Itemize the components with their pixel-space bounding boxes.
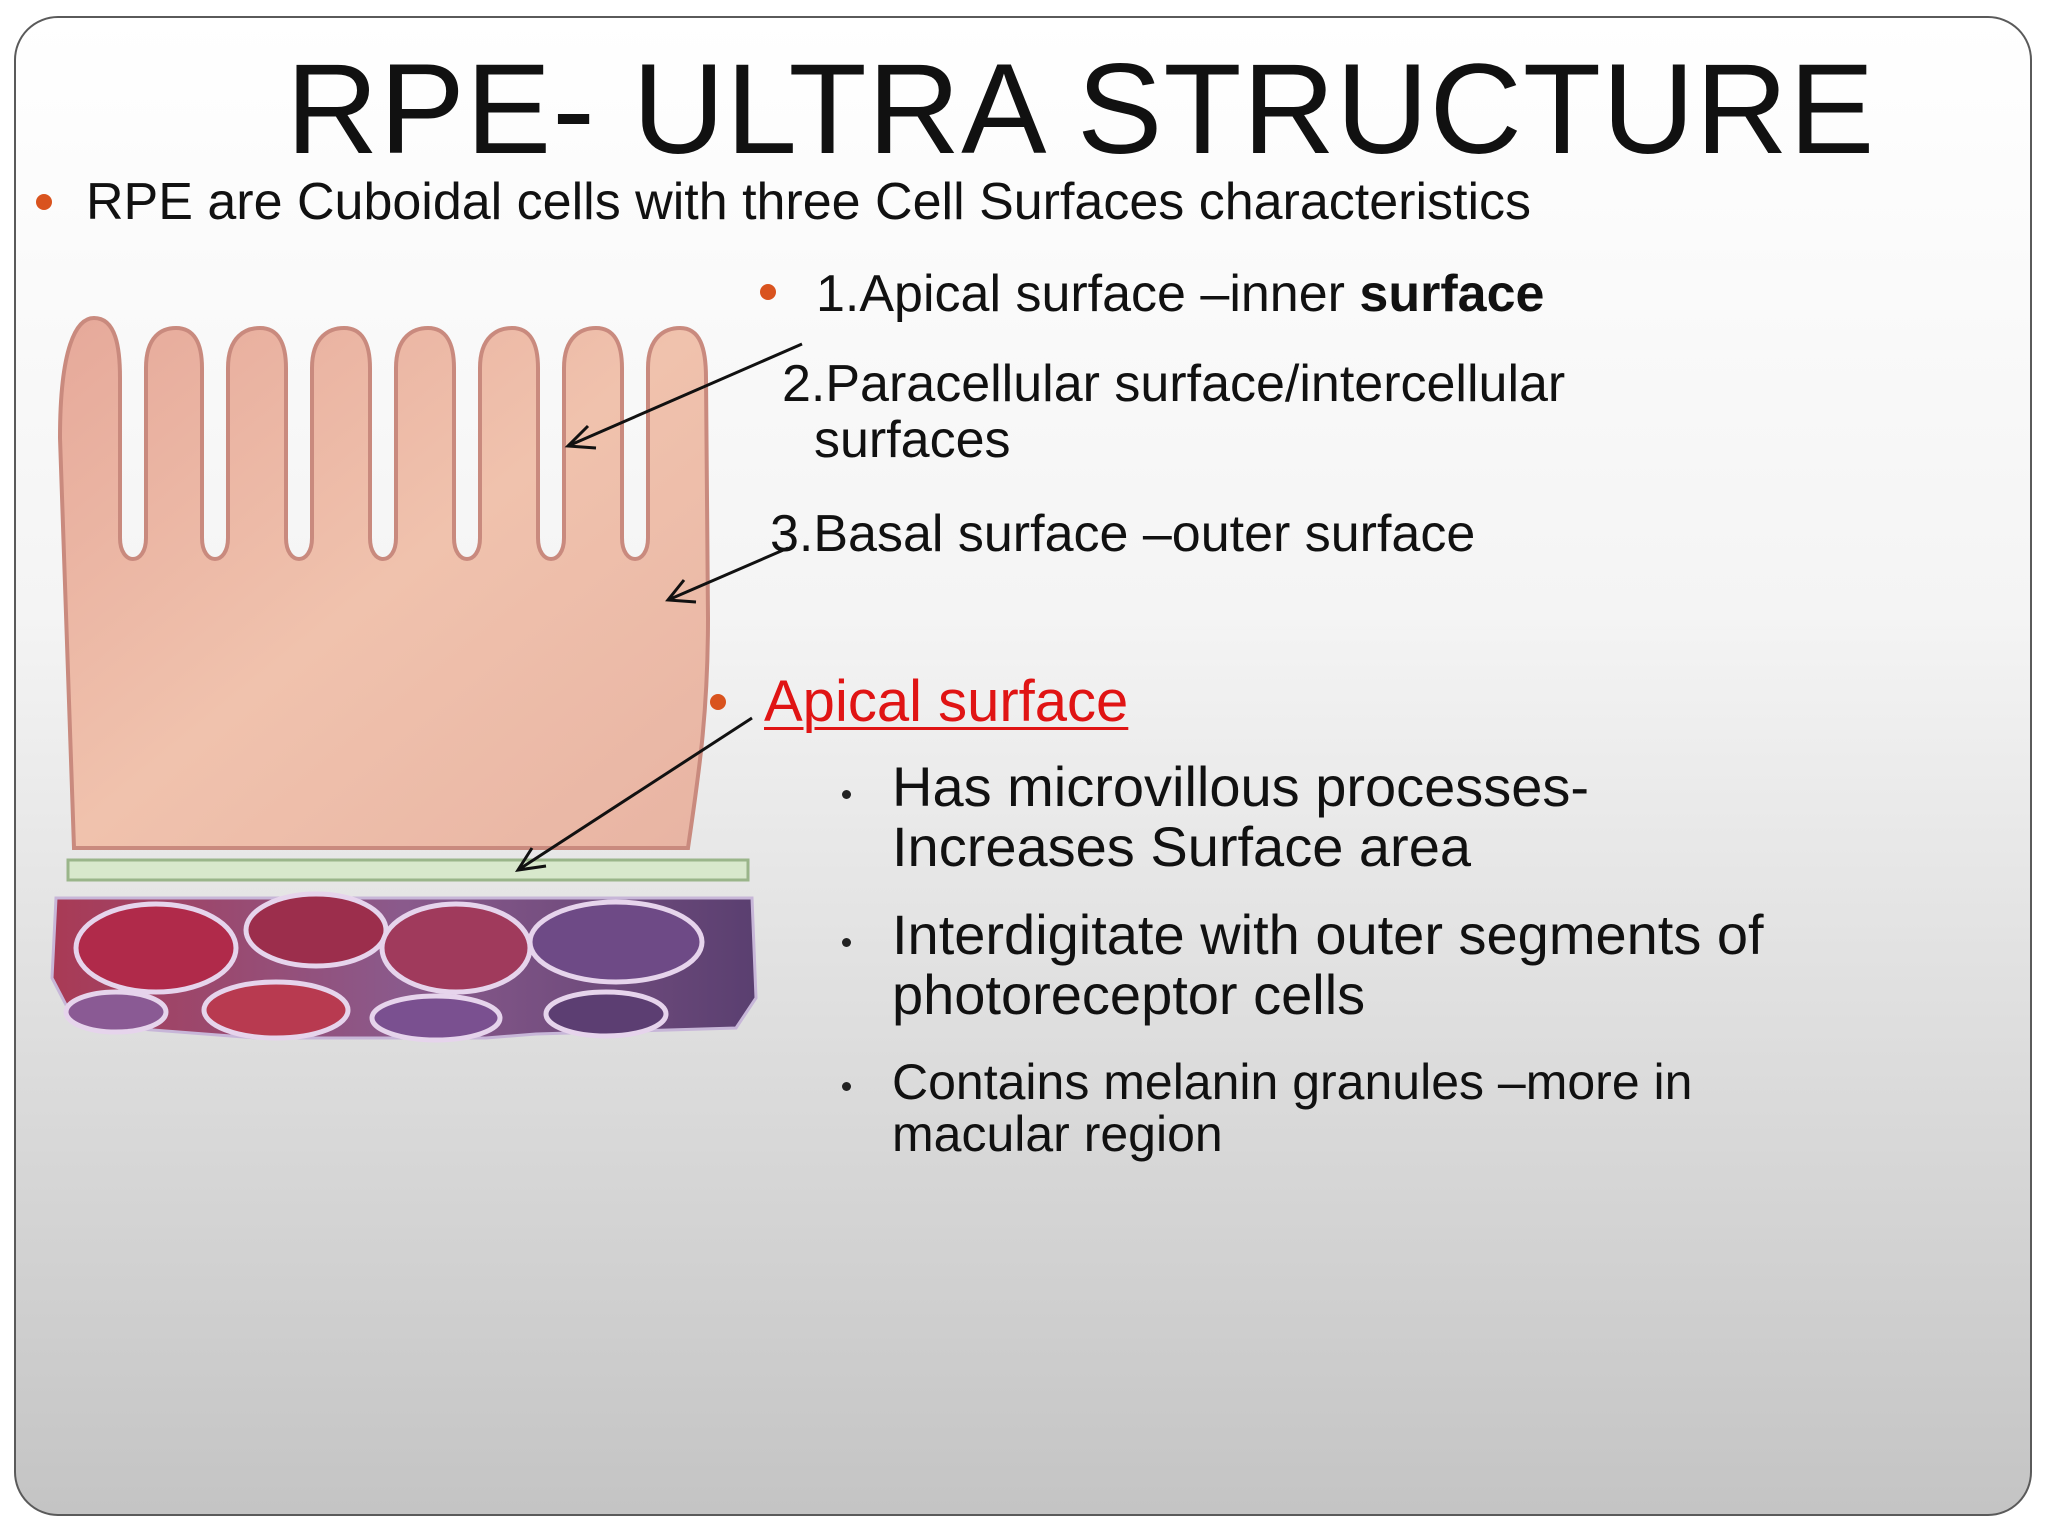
- apical-point-2-line2: photoreceptor cells: [892, 963, 1366, 1026]
- surface-paracellular-line2: surfaces: [814, 411, 1011, 469]
- surface-apical-bold: surface: [1359, 265, 1545, 323]
- rpe-cell-body: [57, 315, 711, 850]
- intro-text: RPE are Cuboidal cells with three Cell S…: [86, 173, 1532, 231]
- vessel-outlines: [63, 891, 705, 1043]
- page-title: RPE- ULTRA STRUCTURE: [286, 38, 1876, 181]
- surface-basal-item: 3.Basal surface –outer surface: [770, 505, 1476, 563]
- rpe-cell-diagram-icon: [50, 315, 803, 1043]
- apical-point-1-line2: Increases Surface area: [892, 815, 1471, 878]
- surface-apical-text: 1.Apical surface –inner: [816, 265, 1360, 323]
- surface-paracellular-line1: 2.Paracellular surface/intercellular: [782, 355, 1566, 413]
- pointer-arrows: [514, 342, 803, 872]
- sub-bullet-icon: [842, 938, 851, 947]
- apical-point-3-line2: macular region: [892, 1106, 1223, 1162]
- bruchs-membrane: [66, 858, 750, 882]
- bullet-icon: [710, 694, 726, 710]
- apical-point-2-line1: Interdigitate with outer segments of: [892, 903, 1764, 966]
- slide: RPE- ULTRA STRUCTURE RPE are Cuboidal ce…: [14, 16, 2032, 1516]
- sub-bullet-icon: [842, 790, 851, 799]
- apical-heading: Apical surface: [764, 669, 1129, 734]
- bullet-icon: [36, 194, 52, 210]
- apical-point-1-line1: Has microvillous processes-: [892, 755, 1590, 818]
- apical-point-3-line1: Contains melanin granules –more in: [892, 1054, 1693, 1110]
- sub-bullet-icon: [842, 1082, 851, 1091]
- surface-apical-item: 1.Apical surface –inner surface: [816, 262, 1544, 326]
- bullet-icon: [760, 284, 776, 300]
